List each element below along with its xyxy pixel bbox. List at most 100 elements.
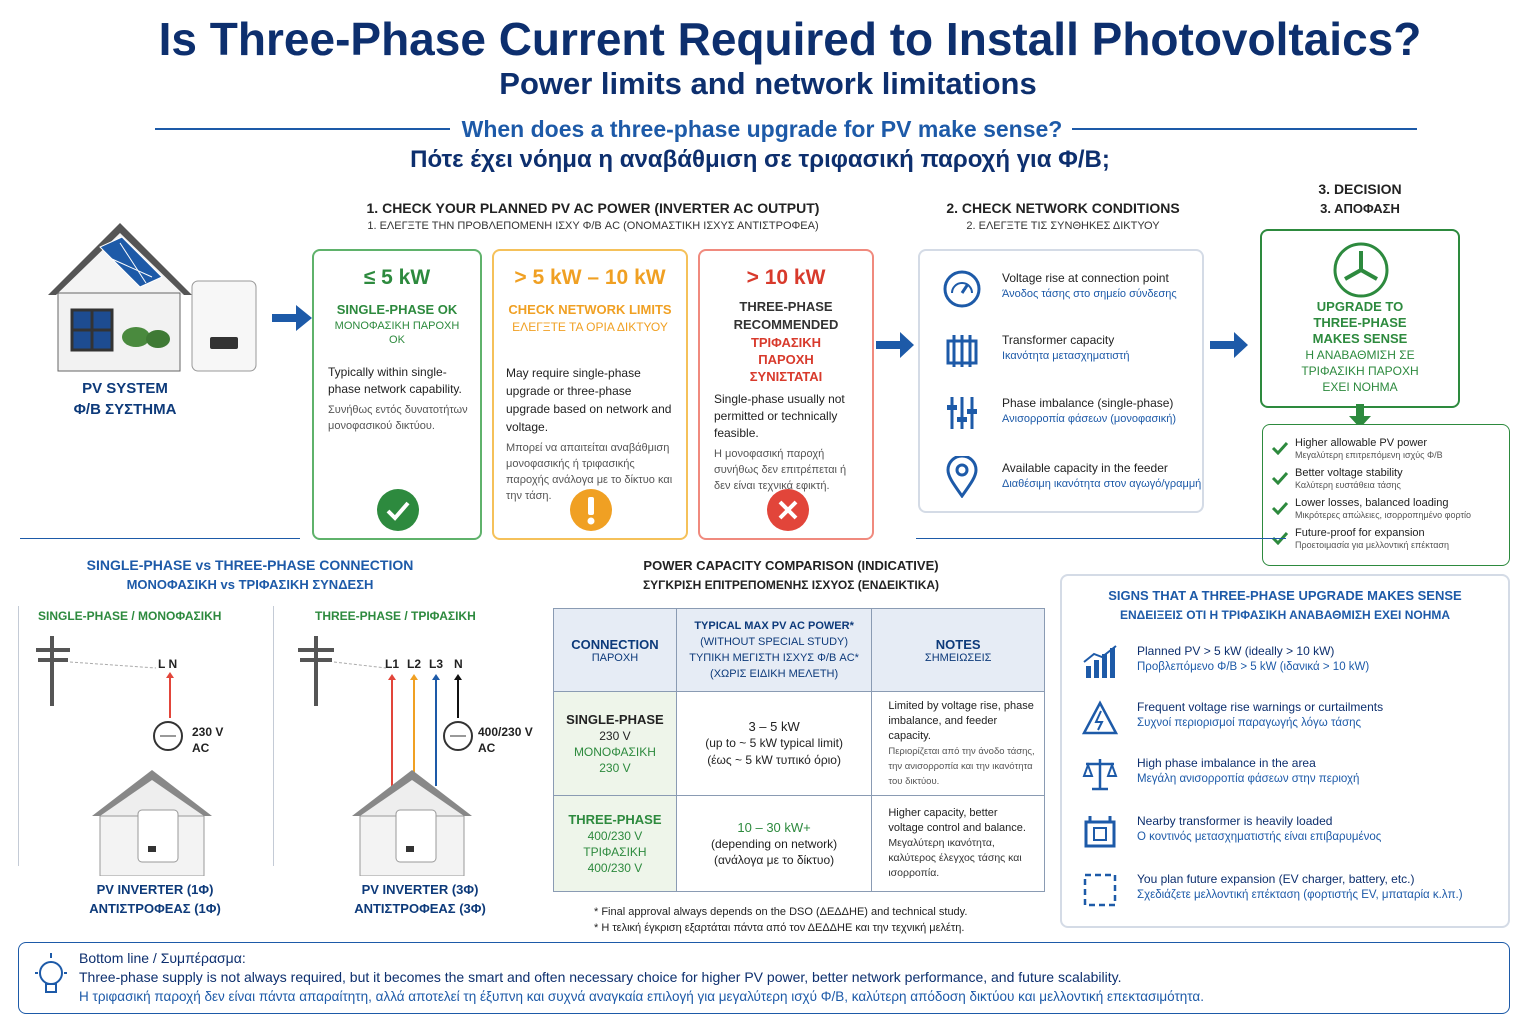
- check-circle-icon: [377, 489, 419, 531]
- divider-left: [155, 128, 450, 130]
- three-voltage: 400/230 V: [478, 725, 533, 739]
- comparison-title-gr: ΣΥΓΚΡΙΣΗ ΕΠΙΤΡΕΠΟΜΕΝΗΣ ΙΣΧΥΟΣ (ΕΝΔΕΙΚΤΙΚ…: [642, 578, 940, 592]
- th-notes: NOTES: [935, 636, 981, 652]
- step1-title-gr: 1. ΕΛΕΓΞΤΕ ΤΗΝ ΠΡΟΒΛΕΠΟΜΕΝΗ ΙΣΧΥ Φ/Β AC …: [367, 220, 819, 232]
- footnote-en: * Final approval always depends on the D…: [594, 906, 968, 918]
- signs-title-gr: ΕΝΔΕΙΞΕΙΣ ΟΤΙ Η ΤΡΙΦΑΣΙΚΗ ΑΝΑΒΑΘΜΙΣΗ ΕΧΕ…: [1119, 608, 1451, 622]
- bottom-en: Three-phase supply is not always require…: [79, 969, 1122, 985]
- th-power-sub: (WITHOUT SPECIAL STUDY): [700, 636, 849, 648]
- card-le5kw-body-gr: Συνήθως εντός δυνατοτήτων μονοφασικού δι…: [328, 404, 468, 432]
- net-item-1: Voltage rise at connection point: [1002, 271, 1169, 285]
- sliders-icon: [947, 397, 977, 429]
- bottom-label: Bottom line / Συμπέρασμα:: [79, 950, 246, 966]
- benefit-text: Better voltage stability: [1295, 467, 1403, 479]
- row1-note: Limited by voltage rise, phase imbalance…: [888, 699, 1034, 742]
- benefit-text: Future-proof for expansion: [1295, 527, 1425, 539]
- step3-title-gr: 3. ΑΠΟΦΑΣΗ: [1320, 201, 1400, 216]
- section-divider: [20, 538, 300, 539]
- divider: [273, 606, 274, 866]
- page-title: Is Three-Phase Current Required to Insta…: [158, 13, 1422, 65]
- question-en: When does a three-phase upgrade for PV m…: [461, 116, 1063, 142]
- divider-right: [1072, 128, 1417, 130]
- net-item-3: Phase imbalance (single-phase): [1002, 396, 1174, 410]
- bottom-gr: Η τριφασική παροχή δεν είναι πάντα απαρα…: [79, 989, 1204, 1004]
- net-item-1-gr: Άνοδος τάσης στο σημείο σύνδεσης: [1002, 288, 1177, 300]
- section-divider: [916, 538, 1286, 539]
- net-item-3-gr: Ανισορροπία φάσεων (μονοφασική): [1002, 413, 1176, 425]
- row1-power2: (up to ~ 5 kW typical limit): [705, 736, 843, 750]
- signs-title: SIGNS THAT A THREE-PHASE UPGRADE MAKES S…: [1108, 588, 1462, 603]
- sign-text: Frequent voltage rise warnings or curtai…: [1137, 700, 1384, 714]
- step3-title: 3. DECISION: [1318, 181, 1402, 197]
- sign-text-gr: Σχεδιάζετε μελλοντική επέκταση (φορτιστή…: [1137, 889, 1463, 901]
- card-gt10kw-head: THREE-PHASE RECOMMENDED: [733, 299, 839, 332]
- th-connection: CONNECTION: [571, 636, 659, 652]
- row2-conn-v2: 400/230 V: [587, 860, 643, 875]
- three-inverter-label-gr: ΑΝΤΙΣΤΡΟΦΕΑΣ (3Φ): [354, 901, 486, 916]
- three-phase-symbol-icon: [1333, 242, 1389, 298]
- sign-text-gr: Ο κοντινός μετασχηματιστής είναι επιβαρυ…: [1137, 831, 1382, 843]
- single-phase-diagram: [36, 636, 212, 876]
- checkmark-icon: [1271, 471, 1289, 485]
- card-le5kw-head: SINGLE-PHASE OK: [336, 302, 458, 317]
- single-phase-label: SINGLE-PHASE / ΜΟΝΟΦΑΣΙΚΗ: [38, 609, 222, 623]
- single-inverter-label-gr: ΑΝΤΙΣΤΡΟΦΕΑΣ (1Φ): [89, 901, 221, 916]
- benefit-text-gr: Προετοιμασία για μελλοντική επέκταση: [1295, 540, 1449, 550]
- card-le5kw-head-gr: ΜΟΝΟΦΑΣΙΚΗ ΠΑΡΟΧΗ: [334, 320, 460, 332]
- sign-text: High phase imbalance in the area: [1137, 756, 1316, 770]
- balance-scale-icon: [1082, 759, 1118, 791]
- card-le5kw-head-gr2: OK: [389, 334, 405, 346]
- th-power-gr: ΤΥΠΙΚΗ ΜΕΓΙΣΤΗ ΙΣΧΥΣ Φ/Β AC*: [689, 652, 859, 664]
- row2-power2: (depending on network): [711, 836, 838, 851]
- card-le5kw-body: Typically within single-phase network ca…: [328, 365, 462, 396]
- card-5-10kw-range: > 5 kW – 10 kW: [514, 266, 666, 289]
- net-item-2: Transformer capacity: [1002, 333, 1115, 347]
- sign-item: You plan future expansion (EV charger, b…: [1082, 872, 1502, 907]
- location-pin-icon: [946, 456, 978, 498]
- benefit-text: Lower losses, balanced loading: [1295, 497, 1449, 509]
- three-ac: AC: [478, 741, 496, 755]
- exclamation-circle-icon: [570, 489, 612, 531]
- three-phase-diagram: [298, 636, 473, 876]
- th-connection-gr: ΠΑΡΟΧΗ: [591, 651, 639, 664]
- checkmark-icon: [1271, 501, 1289, 515]
- card-gt10kw-range: > 10 kW: [746, 266, 826, 289]
- card-gt10kw: > 10 kW THREE-PHASE RECOMMENDED ΤΡΙΦΑΣΙΚ…: [698, 249, 874, 540]
- row2-note-gr: Μεγαλύτερη ικανότητα, καλύτερος έλεγχος …: [888, 837, 1022, 879]
- three-inverter-label: PV INVERTER (3Φ): [361, 882, 479, 897]
- transformer-icon: [1084, 816, 1116, 848]
- l3-label: L3: [429, 657, 444, 671]
- network-conditions-panel: Voltage rise at connection point Άνοδος …: [918, 249, 1204, 513]
- gauge-icon: [943, 270, 981, 308]
- card-le5kw: ≤ 5 kW SINGLE-PHASE OK ΜΟΝΟΦΑΣΙΚΗ ΠΑΡΟΧΗ…: [312, 249, 482, 540]
- net-item-4-gr: Διαθέσιμη ικανότητα στον αγωγό/γραμμή: [1002, 478, 1202, 490]
- row2-conn-gr: ΤΡΙΦΑΣΙΚΗ: [583, 844, 647, 859]
- bar-chart-icon: [1083, 645, 1117, 678]
- card-le5kw-range: ≤ 5 kW: [363, 266, 431, 289]
- sign-item: Frequent voltage rise warnings or curtai…: [1082, 700, 1502, 735]
- th-power-gr-sub: (ΧΩΡΙΣ ΕΙΔΙΚΗ ΜΕΛΕΤΗ): [710, 668, 839, 680]
- row2-conn: THREE-PHASE: [568, 811, 662, 827]
- card-5-10kw-head-gr: ΕΛΕΓΞΤΕ ΤΑ ΟΡΙΑ ΔΙΚΤΥΟΥ: [512, 320, 668, 334]
- row2-power: 10 – 30 kW+: [737, 819, 811, 835]
- row2-note: Higher capacity, better voltage control …: [888, 807, 1026, 834]
- decision-text-gr: Η ΑΝΑΒΑΘΜΙΣΗ ΣΕ ΤΡΙΦΑΣΙΚΗ ΠΑΡΟΧΗ ΕΧΕΙ ΝΟ…: [1301, 348, 1419, 394]
- card-gt10kw-head-gr: ΤΡΙΦΑΣΙΚΗ ΠΑΡΟΧΗ ΣΥΝΙΣΤΑΤΑΙ: [749, 335, 823, 384]
- row2-power3: (ανάλογα με το δίκτυο): [714, 852, 835, 867]
- single-ac: AC: [192, 741, 210, 755]
- th-power: TYPICAL MAX PV AC POWER*: [694, 620, 854, 632]
- pv-system-label-gr: Φ/Β ΣΥΣΤΗΜΑ: [73, 401, 177, 418]
- divider: [18, 606, 19, 866]
- footnote-gr: * Η τελική έγκριση εξαρτάται πάντα από τ…: [594, 922, 965, 934]
- decision-box: UPGRADE TO THREE-PHASE MAKES SENSE Η ΑΝΑ…: [1260, 229, 1460, 408]
- transformer-icon: [946, 335, 978, 367]
- row1-conn-gr: ΜΟΝΟΦΑΣΙΚΗ: [573, 744, 656, 759]
- card-5-10kw-body: May require single-phase upgrade or thre…: [506, 366, 672, 434]
